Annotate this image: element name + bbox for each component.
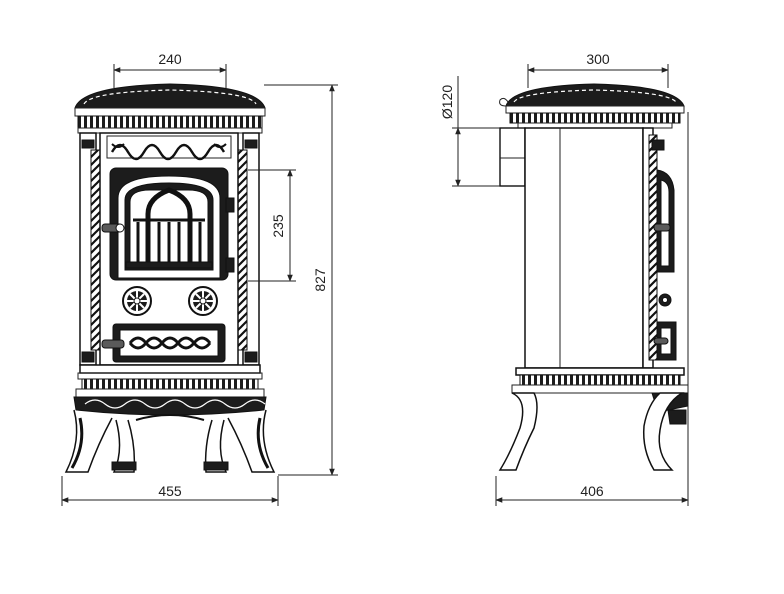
dim-front-door-height: 235 xyxy=(270,214,286,238)
dim-front-top-width: 240 xyxy=(158,51,182,67)
rosette-icon xyxy=(188,286,218,316)
dimension-lines xyxy=(61,64,689,506)
dim-overall-height: 827 xyxy=(312,268,328,292)
door-handle-icon xyxy=(101,223,125,233)
dim-side-top-width: 300 xyxy=(586,51,610,67)
dim-side-base-depth: 406 xyxy=(580,483,604,499)
front-view xyxy=(64,83,276,473)
dimension-labels: 240 235 827 455 300 Ø120 406 xyxy=(158,51,610,499)
dim-front-base-width: 455 xyxy=(158,483,182,499)
door-handle-icon xyxy=(101,339,125,349)
side-view xyxy=(498,83,689,471)
dim-flue-diameter: Ø120 xyxy=(439,85,455,119)
rosette-icon xyxy=(122,286,152,316)
